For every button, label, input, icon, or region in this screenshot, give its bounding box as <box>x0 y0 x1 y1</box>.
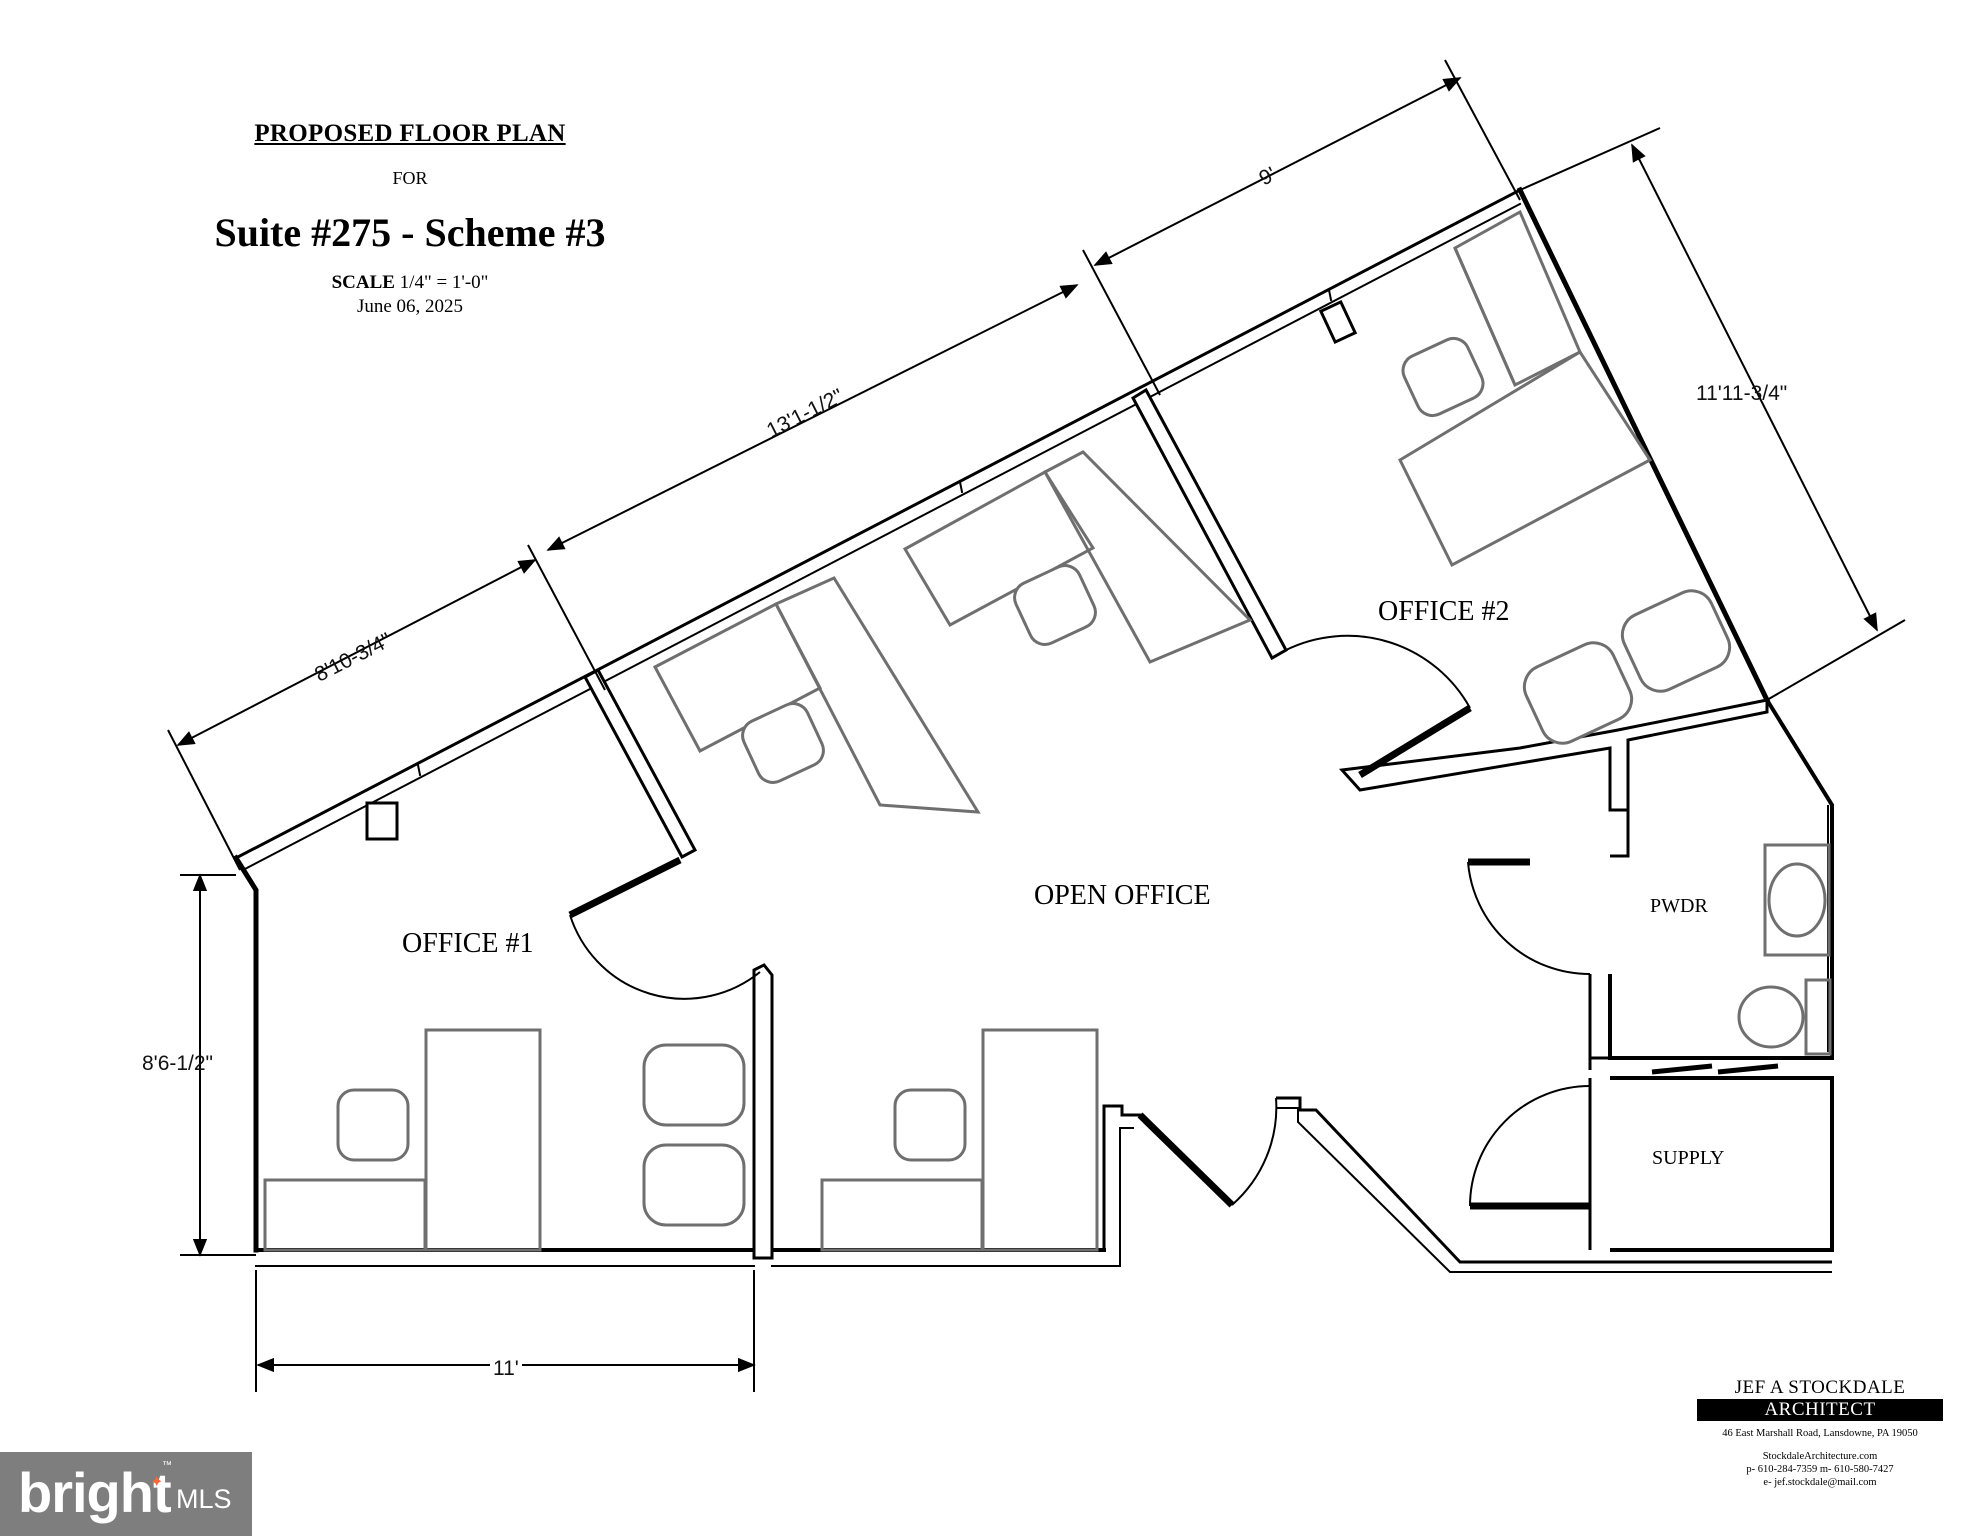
workstation-1-return <box>773 576 981 814</box>
pwdr-right-wall <box>1608 698 1834 1060</box>
task-chair-4 <box>1013 564 1097 646</box>
architect-title: ARCHITECT <box>1697 1399 1943 1421</box>
column-office2 <box>1318 299 1358 345</box>
chairs <box>336 299 1732 1227</box>
architect-name: JEF A STOCKDALE <box>1734 1377 1906 1398</box>
room-label-supply: SUPPLY <box>1652 1147 1725 1169</box>
task-chair-1 <box>336 1088 410 1162</box>
pwdr-door-swing <box>1467 861 1591 976</box>
title-block: PROPOSED FLOOR PLAN FOR Suite #275 - Sch… <box>200 120 620 318</box>
corridor-wall-right-2 <box>1276 1107 1832 1273</box>
office2-door-leaf <box>1358 705 1472 778</box>
interior-walls <box>582 387 1834 1273</box>
ext-1 <box>167 729 241 871</box>
plan-scale-label: SCALE <box>331 272 395 293</box>
office1-desk <box>263 1178 427 1252</box>
bright-logo-text: bright <box>18 1461 172 1524</box>
office1-partition-wall <box>582 667 698 860</box>
open-office-credenza <box>981 1028 1099 1252</box>
architect-phones: p- 610-284-7359 m- 610-580-7427 <box>1746 1464 1894 1475</box>
office1-door-swing <box>569 914 761 1000</box>
mullion-2 <box>958 480 964 494</box>
room-label-office1: OFFICE #1 <box>402 928 534 959</box>
plan-for-text: FOR <box>392 168 428 188</box>
plan-scale: SCALE 1/4" = 1'-0" <box>200 272 620 294</box>
supply-door-swing <box>1469 1085 1591 1207</box>
toilet-tank <box>1804 978 1832 1056</box>
dim-top-left-wall <box>176 559 537 746</box>
sink-counter <box>1763 843 1831 957</box>
dim-label-right-wall: 11'11-3/4" <box>1696 382 1788 405</box>
dimension-lines <box>167 59 1906 1392</box>
dim-top-middle-wall <box>546 284 1079 551</box>
bright-mls-watermark: bright ✦ ™ MLS <box>0 1452 252 1536</box>
mullion-1 <box>416 763 422 777</box>
plan-heading: PROPOSED FLOOR PLAN <box>254 120 566 147</box>
corridor-door-leaf <box>1137 1112 1235 1208</box>
workstation-3-side <box>1453 247 1517 386</box>
corridor-wall-left-2 <box>1119 1127 1134 1266</box>
architect-website: StockdaleArchitecture.com <box>1762 1451 1878 1462</box>
toilet-bowl <box>1737 985 1805 1049</box>
doors <box>568 634 1779 1210</box>
office2-left-wall <box>1131 387 1289 661</box>
room-label-open-office: OPEN OFFICE <box>1034 880 1211 911</box>
office2-door-swing <box>1285 634 1471 709</box>
task-chair-2 <box>893 1088 967 1162</box>
corridor-door-swing <box>1231 1097 1278 1206</box>
mullion-3 <box>1327 288 1333 302</box>
ext-2 <box>527 544 606 691</box>
office1-door-leaf <box>568 856 682 919</box>
architect-email: e- jef.stockdale@mail.com <box>1763 1477 1877 1488</box>
pwdr-walls <box>1610 775 1630 858</box>
ext-4 <box>1444 59 1521 201</box>
plan-scale-value: 1/4" = 1'-0" <box>399 272 489 293</box>
office1-credenza <box>424 1028 542 1252</box>
task-chair-3 <box>741 702 825 784</box>
guest-chair-1 <box>642 1043 746 1127</box>
supply-walls <box>1610 1076 1834 1252</box>
ext-3 <box>1082 249 1161 396</box>
dim-label-bottom-wall: 11' <box>490 1357 522 1381</box>
corridor-wall-right <box>1276 1096 1832 1264</box>
bifold-door-2 <box>1717 1063 1779 1075</box>
dim-top-right-wall <box>1093 77 1462 266</box>
mls-logo-text: MLS <box>176 1484 232 1514</box>
guest-chair-2 <box>642 1143 746 1227</box>
plan-date: June 06, 2025 <box>356 296 464 317</box>
left-exterior-wall <box>232 854 259 1253</box>
guest-chair-3 <box>1522 641 1634 745</box>
plan-suite-title: Suite #275 - Scheme #3 <box>214 210 606 255</box>
trademark-symbol: ™ <box>162 1460 172 1471</box>
bifold-door-1 <box>1651 1063 1713 1075</box>
open-office-desk <box>820 1178 984 1252</box>
room-label-office2: OFFICE #2 <box>1378 596 1510 627</box>
dim-label-left-wall: 8'6-1/2" <box>142 1052 214 1075</box>
sink-basin <box>1767 862 1827 938</box>
task-chair-5 <box>1401 336 1485 418</box>
exterior-walls <box>232 186 1771 1267</box>
room-label-pwdr: PWDR <box>1650 895 1708 917</box>
ext-6 <box>1766 619 1906 701</box>
sparkle-icon: ✦ <box>150 1474 164 1491</box>
architect-address: 46 East Marshall Road, Lansdowne, PA 190… <box>1722 1428 1918 1439</box>
dim-right-wall <box>1631 143 1878 632</box>
architect-stamp: JEF A STOCKDALE ARCHITECT 46 East Marsha… <box>1690 1377 1950 1489</box>
ext-5 <box>1519 127 1661 191</box>
office1-right-wall <box>752 963 774 1260</box>
column-office1 <box>365 801 399 841</box>
